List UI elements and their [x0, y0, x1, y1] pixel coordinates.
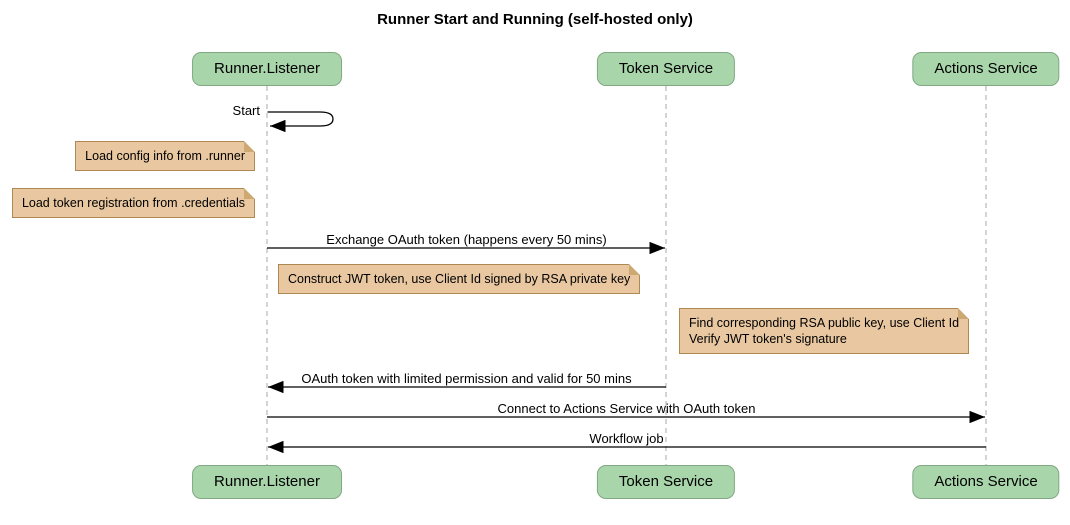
note-load-token-registration: Load token registration from .credential… [11, 188, 256, 218]
note-line: Load config info from .runner [85, 149, 245, 163]
message-label-oauth-token-limited: OAuth token with limited permission and … [301, 371, 632, 386]
message-label-exchange-oauth-token: Exchange OAuth token (happens every 50 m… [326, 232, 607, 247]
participant-runner-listener-top: Runner.Listener [192, 52, 342, 86]
message-label-workflow-job: Workflow job [589, 431, 664, 446]
note-line: Load token registration from .credential… [21, 196, 245, 210]
participant-runner-listener-bottom: Runner.Listener [192, 465, 342, 499]
note-verify-jwt: Find corresponding RSA public key, use C… [679, 308, 970, 354]
message-arrow-start-self-loop [267, 111, 334, 133]
message-label-start: Start [232, 103, 260, 118]
participant-token-service-bottom: Token Service [596, 465, 736, 499]
participant-token-service-top: Token Service [596, 52, 736, 86]
participant-actions-service-bottom: Actions Service [912, 465, 1060, 499]
note-line: Construct JWT token, use Client Id signe… [288, 272, 631, 286]
note-load-config: Load config info from .runner [75, 141, 255, 171]
participant-actions-service-top: Actions Service [912, 52, 1060, 86]
diagram-title: Runner Start and Running (self-hosted on… [377, 11, 693, 28]
note-line: Find corresponding RSA public key, use C… [689, 316, 960, 330]
message-label-connect-actions-service: Connect to Actions Service with OAuth to… [497, 401, 756, 416]
note-construct-jwt: Construct JWT token, use Client Id signe… [278, 264, 641, 294]
note-line: Verify JWT token's signature [689, 332, 847, 346]
